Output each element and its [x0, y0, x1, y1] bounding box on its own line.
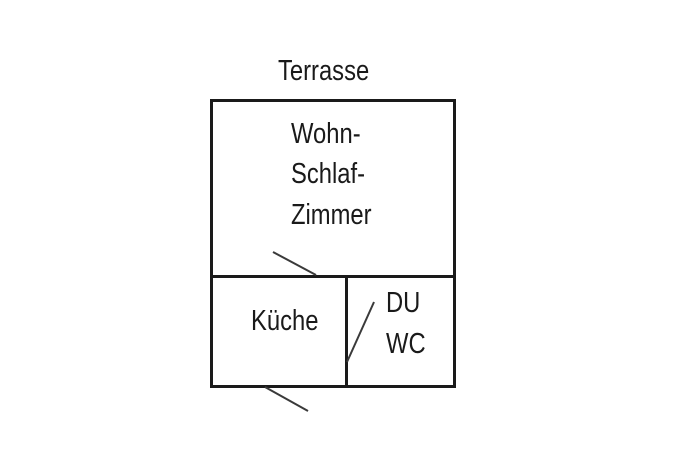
bathroom-label-line2: WC	[386, 328, 426, 360]
bathroom-label-line1: DU	[386, 287, 421, 319]
kitchen-label: Küche	[251, 305, 319, 337]
living-room-label-line1: Wohn-	[291, 118, 361, 150]
living-room-label-line3: Zimmer	[291, 199, 372, 231]
door-entrance	[264, 386, 309, 412]
outer-wall	[210, 99, 456, 388]
door-living-room	[272, 251, 317, 276]
living-room-label-line2: Schlaf-	[291, 158, 366, 190]
door-bathroom	[346, 301, 375, 363]
terrace-label: Terrasse	[278, 55, 370, 87]
